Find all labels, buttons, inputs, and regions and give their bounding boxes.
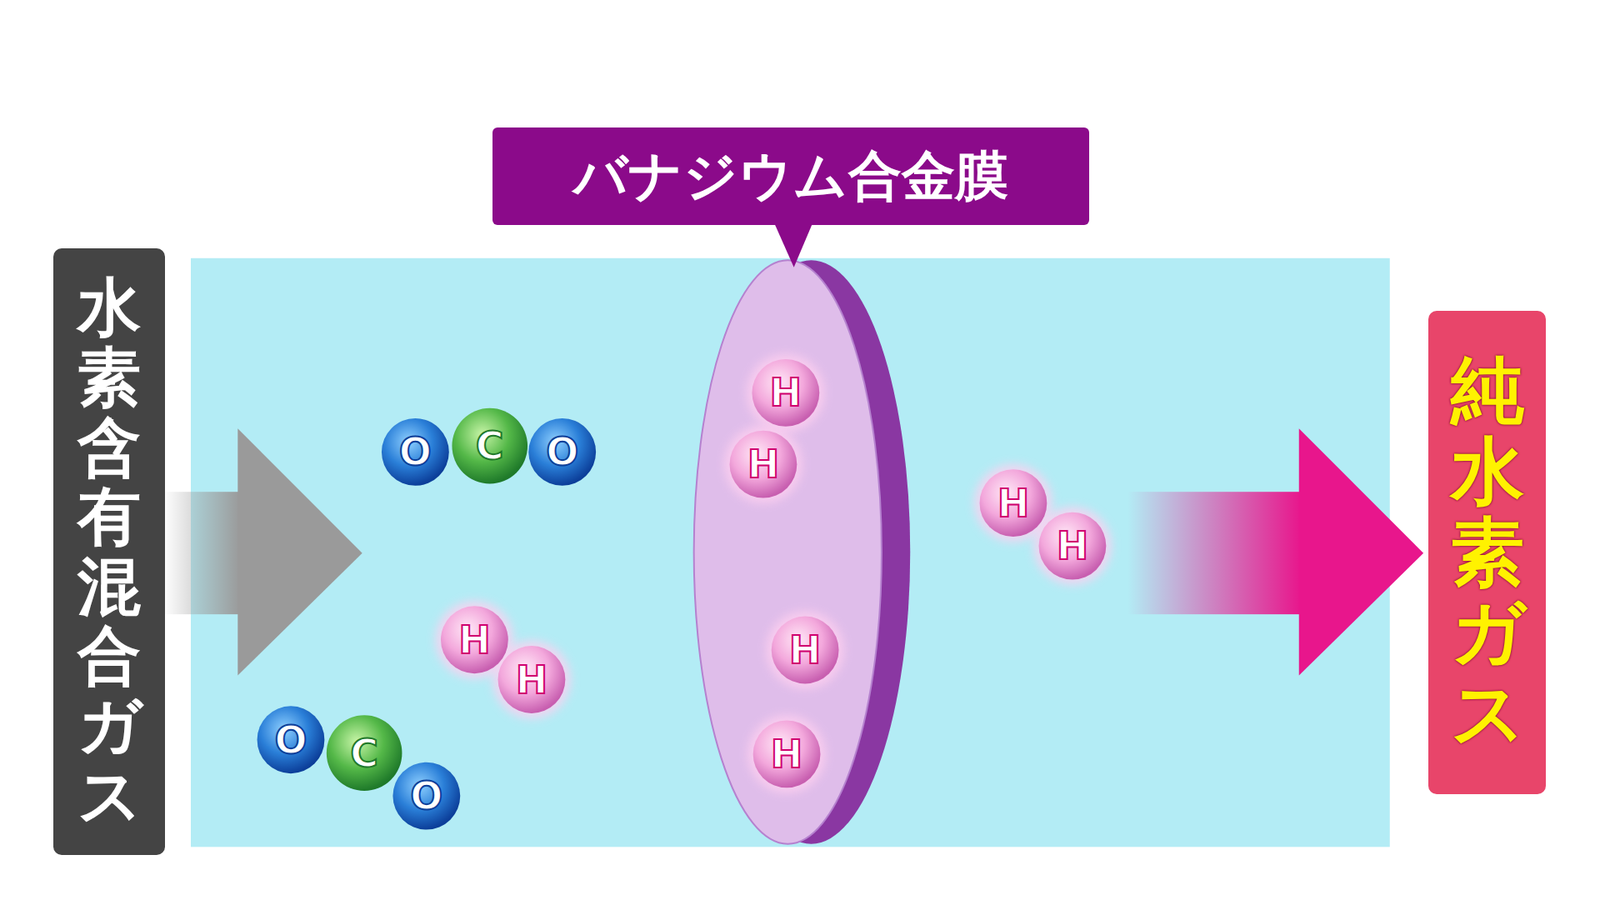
gas-chamber xyxy=(190,258,1390,848)
atom-symbol: H xyxy=(997,484,1030,523)
vanadium-membrane xyxy=(694,260,911,844)
input-gas-box: 水素含有混合ガス xyxy=(53,248,166,856)
atom-sphere xyxy=(528,418,596,486)
atom-sphere xyxy=(980,469,1048,537)
atom-sphere xyxy=(392,762,460,830)
input-arrow xyxy=(163,428,363,675)
atom-symbol: H xyxy=(458,620,491,660)
atom-sphere xyxy=(451,408,528,485)
atom-symbol: O xyxy=(545,432,579,471)
atom-symbol: H xyxy=(1056,526,1090,565)
atom-glow xyxy=(748,715,826,793)
atom-symbol: H xyxy=(747,445,780,484)
callout-title: バナジウム合金膜 xyxy=(573,140,1009,213)
atom-symbol: H xyxy=(789,630,822,670)
atom-sphere xyxy=(440,605,509,674)
atom-symbol: O xyxy=(274,720,307,760)
vertical-label: 純水素ガス xyxy=(1450,350,1525,755)
atom-sphere xyxy=(751,359,820,427)
vertical-label: 水素含有混合ガス xyxy=(77,272,141,830)
atom-sphere xyxy=(326,715,403,791)
atom-sphere xyxy=(1039,512,1107,580)
atom-sphere xyxy=(771,616,840,685)
atom-glow xyxy=(724,425,802,504)
membrane-callout: バナジウム合金膜 xyxy=(492,127,1089,225)
atom-symbol: C xyxy=(350,734,379,773)
atom-symbol: H xyxy=(770,735,804,774)
atom-symbol: H xyxy=(515,660,549,700)
atom-sphere xyxy=(381,418,450,486)
atom-symbol: O xyxy=(399,432,432,471)
atom-glow xyxy=(766,610,845,689)
atom-sphere xyxy=(753,720,821,788)
output-gas-box: 純水素ガス xyxy=(1428,310,1546,794)
output-arrow xyxy=(1127,428,1424,675)
atom-glow xyxy=(746,354,825,432)
atom-sphere xyxy=(257,705,325,774)
atom-glow xyxy=(1033,507,1111,585)
atom-sphere xyxy=(730,430,798,499)
atom-symbol: C xyxy=(475,426,505,465)
atom-sphere xyxy=(498,645,566,714)
atom-symbol: H xyxy=(770,373,803,412)
molecules xyxy=(257,354,1112,830)
atom-symbol: O xyxy=(410,776,443,815)
